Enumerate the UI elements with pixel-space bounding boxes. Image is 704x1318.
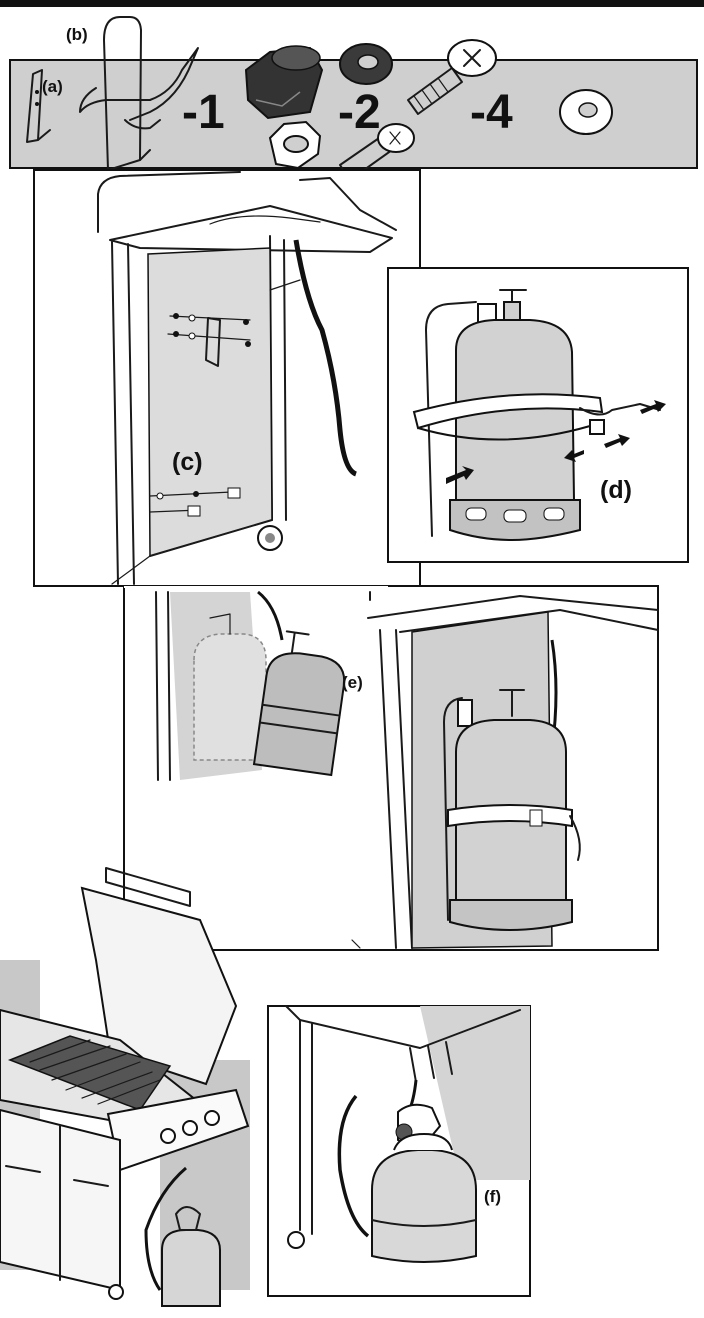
step-d-label: (d) bbox=[600, 476, 632, 504]
tank-holder-part-b bbox=[79, 16, 199, 171]
dark-washer-icon bbox=[339, 43, 393, 85]
qty-4-label: -4 bbox=[470, 86, 513, 139]
part-b-label: (b) bbox=[66, 25, 88, 44]
flat-washer-icon bbox=[559, 89, 613, 135]
panel-f bbox=[267, 1005, 531, 1297]
bracket-part-a bbox=[26, 69, 51, 143]
qty-1-label: -1 bbox=[182, 86, 225, 139]
qty-2-label: -2 bbox=[338, 86, 381, 139]
hex-nut-icon bbox=[268, 120, 322, 170]
step-e-label: (e) bbox=[342, 673, 363, 692]
panel-e bbox=[123, 585, 659, 951]
step-f-label: (f) bbox=[484, 1187, 501, 1206]
panel-c bbox=[33, 169, 421, 587]
parts-bar: (a) (b) -1 -2 bbox=[9, 16, 698, 181]
cap-nut-icon bbox=[244, 45, 324, 120]
top-rule bbox=[0, 0, 704, 7]
step-c-label: (c) bbox=[172, 448, 203, 476]
long-bolt-icon bbox=[407, 39, 497, 115]
panel-d bbox=[387, 267, 689, 563]
part-a-label: (a) bbox=[42, 77, 63, 96]
grill-overview bbox=[0, 867, 250, 1307]
